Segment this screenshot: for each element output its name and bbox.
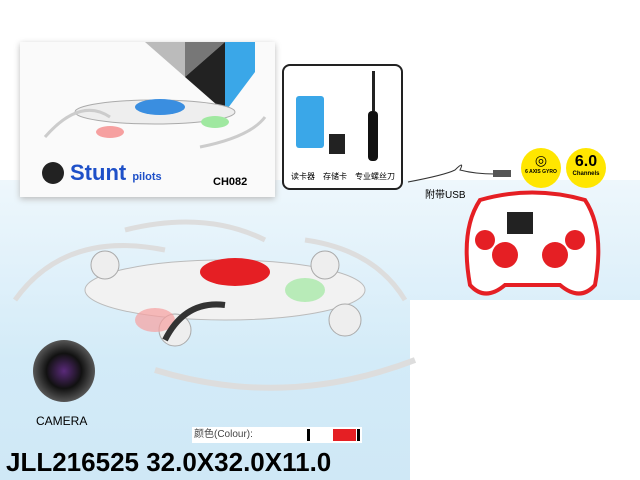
card-reader-image bbox=[296, 96, 324, 148]
accessory-label: 存储卡 bbox=[323, 172, 347, 181]
usb-label: 附带USB bbox=[425, 190, 466, 201]
background-panel bbox=[410, 300, 640, 480]
camera-icon bbox=[42, 162, 64, 184]
colour-swatch-red bbox=[333, 429, 356, 441]
camera-label: CAMERA bbox=[36, 414, 88, 428]
remote-controller-image bbox=[464, 190, 601, 296]
gyro-badge: ◎ 6 AXIS GYRO bbox=[521, 148, 561, 188]
drone-image-small bbox=[43, 99, 267, 149]
camera-lens-image bbox=[33, 340, 95, 402]
box-model: CH082 bbox=[213, 176, 248, 188]
screwdriver-shaft bbox=[372, 71, 375, 111]
box-graphic bbox=[145, 42, 255, 112]
colour-label: 颜色(Colour): bbox=[194, 429, 253, 440]
product-code: JLL216525 32.0X32.0X11.0 bbox=[6, 447, 332, 477]
channels-badge: 6.0 Channels bbox=[566, 148, 606, 188]
product-box: Stunt pilots CH082 bbox=[20, 42, 275, 197]
screwdriver-image bbox=[368, 111, 378, 161]
accessory-label: 读卡器 bbox=[291, 172, 315, 181]
memory-card-image bbox=[329, 134, 345, 154]
usb-cable-image bbox=[407, 164, 511, 183]
drone-image bbox=[12, 219, 417, 391]
accessories-panel: 读卡器 存储卡 专业螺丝刀 bbox=[282, 64, 403, 190]
gyro-icon: ◎ bbox=[534, 152, 548, 168]
box-brand: Stunt pilots bbox=[70, 160, 162, 185]
colour-row: 颜色(Colour): bbox=[192, 427, 362, 443]
colour-divider bbox=[357, 429, 360, 441]
colour-divider bbox=[307, 429, 310, 441]
accessory-label: 专业螺丝刀 bbox=[355, 172, 395, 181]
